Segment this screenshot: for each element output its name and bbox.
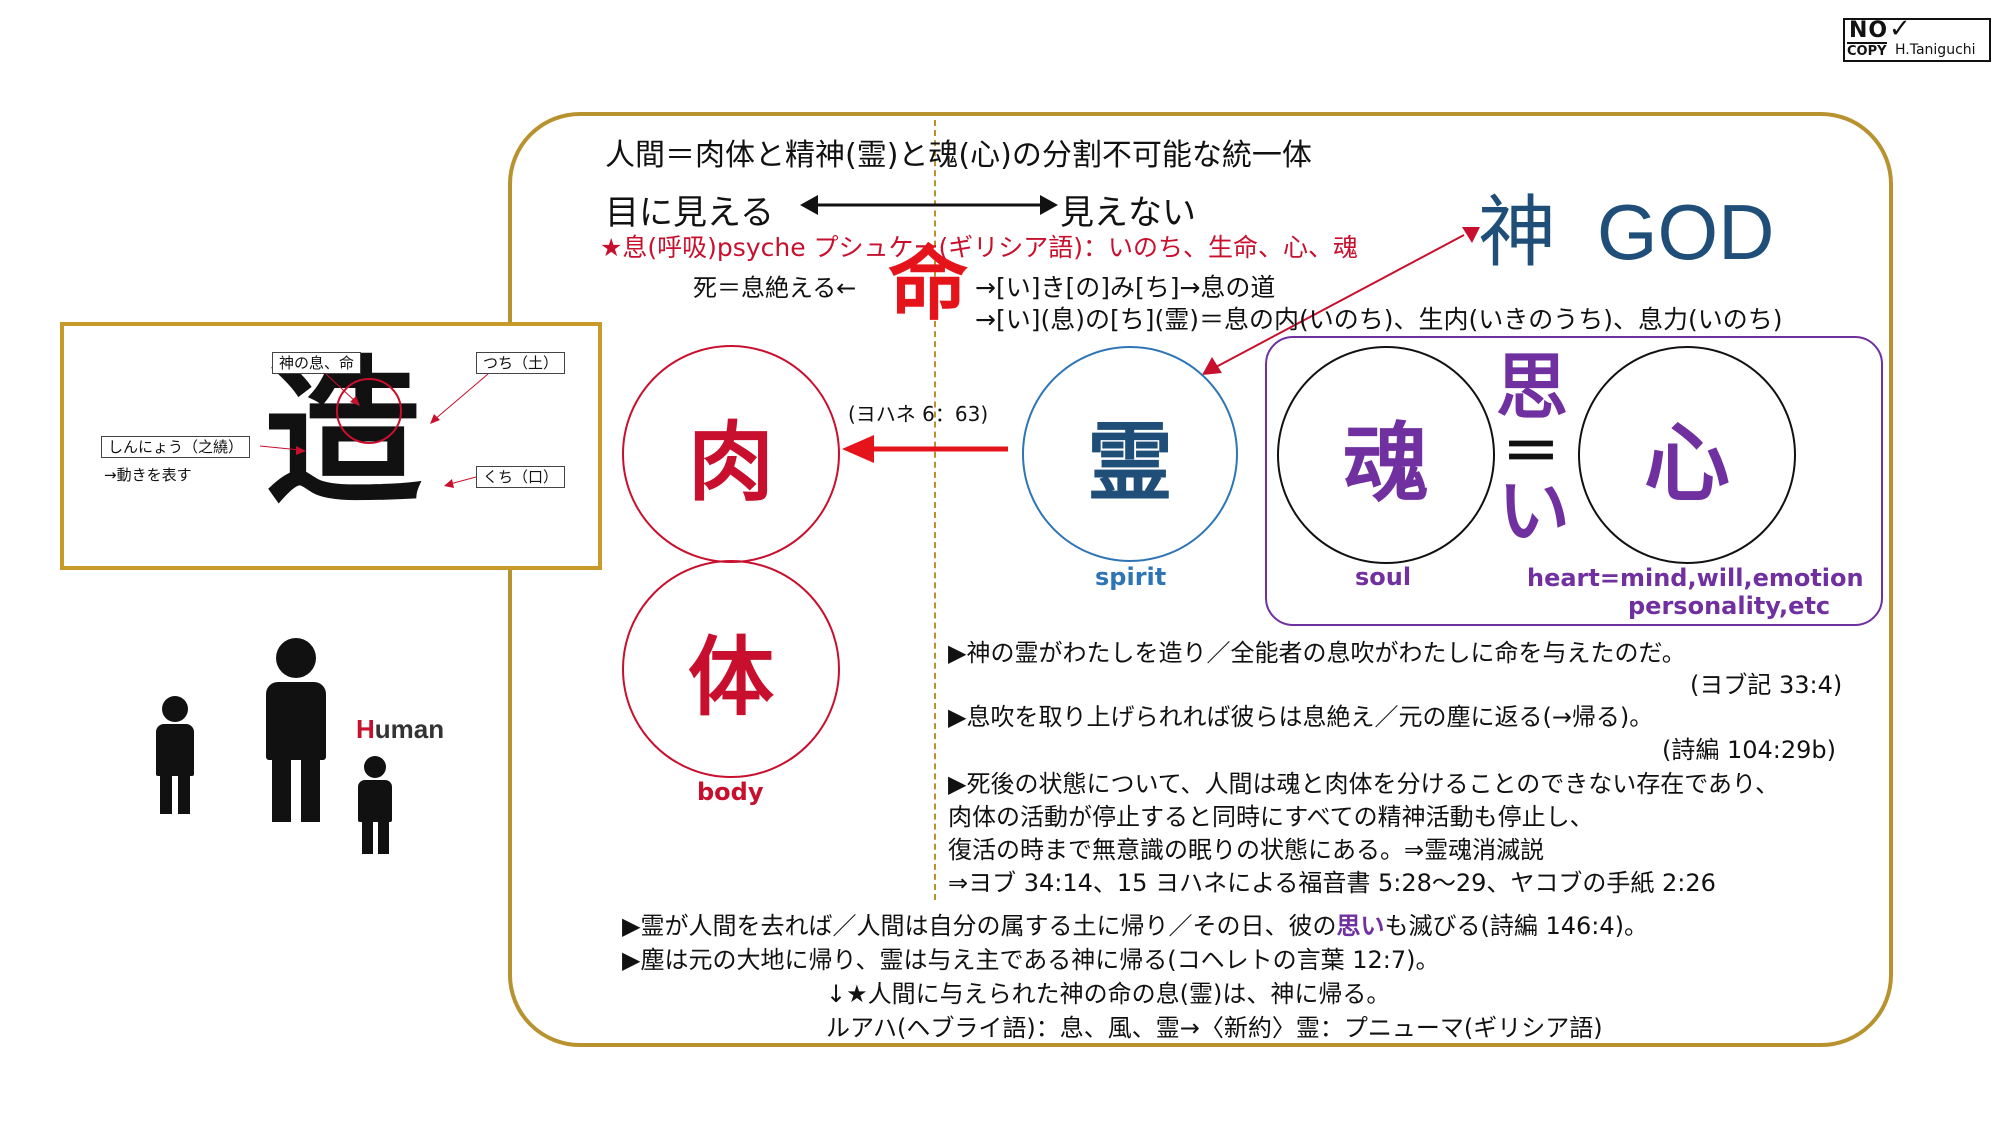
spirit-label: spirit [1095,563,1167,591]
bottom-line-1-omoi: 思い [1336,912,1385,940]
verse-psalm-104-ref: (詩編 104:29b) [1662,736,1837,764]
spirit-to-flesh-arrow [842,435,1008,463]
human-label-rest: uman [374,714,445,744]
visible-label: 目に見える [605,193,774,233]
spirit-kanji: 霊 [1087,412,1173,513]
body-kanji: 体 [688,627,774,728]
heart-kanji: 心 [1644,413,1730,514]
bottom-line-4: ルアハ(ヘブライ語)：息、風、霊→〈新約〉霊：プニューマ(ギリシア語) [826,1014,1603,1042]
person-body [156,724,194,776]
body-label: body [697,778,764,806]
person-leg [272,754,291,822]
bottom-line-1a: ▶霊が人間を去れば／人間は自分の属する土に帰り／その日、彼の [622,912,1337,940]
divider-dashed-line [934,120,936,900]
person-leg [301,754,320,822]
heart-circle: 心 [1578,346,1796,564]
heart-label-1: heart=mind,will,emotion [1527,564,1864,592]
spirit-circle: 霊 [1022,346,1238,562]
flesh-circle: 肉 [622,345,840,563]
zou-kanji-panel: 造 神の息、命 つち（土） しんにょう（之繞） →動きを表す くち（口） [60,322,602,570]
visible-invisible-arrow [800,195,1058,215]
afterlife-line-3: 復活の時まで無意識の眠りの状態にある。⇒霊魂消滅説 [948,836,1545,864]
person-leg [378,818,389,854]
afterlife-line-4: ⇒ヨブ 34:14、15 ヨハネによる福音書 5:28～29、ヤコブの手紙 2:… [948,869,1716,897]
person-head [162,696,188,722]
bottom-line-1: ▶霊が人間を去れば／人間は自分の属する土に帰り／その日、彼の思いも滅びる(詩編 … [622,906,1648,941]
soul-label: soul [1355,563,1412,591]
john-reference: (ヨハネ 6：63) [848,402,989,426]
human-label-h: H [356,714,375,744]
person-body [358,780,392,822]
omoi-equals: ＝ [1502,418,1561,486]
verse-psalm-104: ▶息吹を取り上げられれば彼らは息絶え／元の塵に返る(→帰る)。 [948,703,1654,731]
death-note: 死＝息絶える← [693,274,857,302]
body-circle: 体 [622,560,840,778]
soul-heart-box [1265,336,1883,626]
label-shinnyo: しんにょう（之繞） [101,436,251,458]
check-icon: ✓ [1889,14,1911,44]
badge-copy: COPY [1847,42,1887,59]
badge-author: H.Taniguchi [1895,42,1976,58]
flesh-kanji: 肉 [688,412,774,513]
psyche-line: ★息(呼吸)psyche プシュケー(ギリシア語)：いのち、生命、心、魂 [600,233,1359,262]
inochi-line-1: →[い]き[の]み[ち]→息の道 [975,273,1276,302]
omoi-top: 思 [1496,345,1569,429]
main-frame [508,112,1893,1047]
inochi-kanji: 命 [888,238,968,331]
inset-pointer-arrows [259,373,489,488]
omoi-bottom: い [1498,469,1571,553]
person-leg [362,818,373,854]
label-breath: 神の息、命 [272,352,362,374]
zou-kanji: 造 [264,341,422,526]
page-title: 人間＝肉体と精神(霊)と魂(心)の分割不可能な統一体 [605,138,1312,173]
soul-circle: 魂 [1277,346,1495,564]
god-spirit-arrows [1202,227,1480,375]
bottom-line-3: ↓★人間に与えられた神の命の息(霊)は、神に帰る。 [826,980,1391,1008]
label-earth: つち（土） [476,352,566,374]
bottom-line-2: ▶塵は元の大地に帰り、霊は与え主である神に帰る(コヘレトの言葉 12:7)。 [622,946,1440,974]
afterlife-line-1: ▶死後の状態について、人間は魂と肉体を分けることのできない存在であり、 [948,770,1780,798]
god-text: GOD [1596,188,1775,276]
god-kanji: 神 [1478,188,1557,278]
afterlife-line-2: 肉体の活動が停止すると同時にすべての精神活動も停止し、 [948,803,1594,831]
human-label: Human [356,714,444,745]
invisible-label: 見えない [1060,193,1196,233]
person-leg [178,770,190,814]
god-label: 神 GOD [1478,170,1774,282]
inochi-line-2: →[い](息)の[ち](霊)＝息の内(いのち)、生内(いきのうち)、息力(いのち… [975,305,1783,334]
human-figures [140,620,430,860]
verse-job-33-ref: (ヨブ記 33:4) [1690,671,1843,699]
breath-circle-marker [336,378,402,444]
person-leg [160,770,172,814]
no-copy-badge: NO ✓ COPY H.Taniguchi [1843,14,1991,62]
badge-no: NO [1849,18,1889,43]
heart-label-2: personality,etc [1628,592,1831,620]
label-mouth: くち（口） [476,466,566,488]
person-head [364,756,386,778]
soul-kanji: 魂 [1343,413,1429,514]
label-move: →動きを表す [104,466,192,484]
person-head [276,638,316,678]
person-body [266,682,326,760]
bottom-line-1c: も滅びる(詩編 146:4)。 [1384,912,1648,940]
verse-job-33: ▶神の霊がわたしを造り／全能者の息吹がわたしに命を与えたのだ。 [948,639,1686,667]
